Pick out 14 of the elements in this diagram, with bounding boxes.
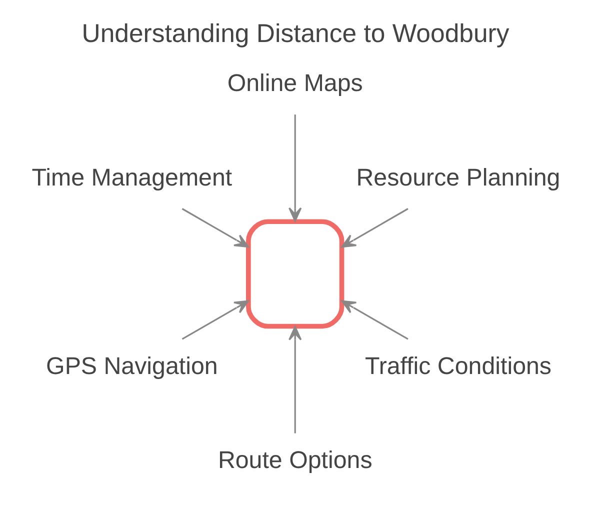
node-text: Online Maps — [226, 70, 362, 98]
node-box — [246, 219, 344, 329]
node-text: Traffic Conditions — [364, 352, 552, 380]
diagram-title: Understanding Distance to Woodbury — [81, 20, 509, 48]
arrow — [288, 114, 302, 222]
arrow — [340, 300, 408, 340]
arrow — [181, 208, 248, 248]
arrow — [288, 326, 302, 434]
node-text: GPS Navigation — [46, 352, 218, 380]
node-text: Resource Planning — [356, 164, 560, 192]
node-text: Route Options — [217, 446, 372, 474]
node-text: Time Management — [31, 164, 232, 192]
arrow — [181, 300, 248, 340]
arrow — [340, 208, 408, 248]
